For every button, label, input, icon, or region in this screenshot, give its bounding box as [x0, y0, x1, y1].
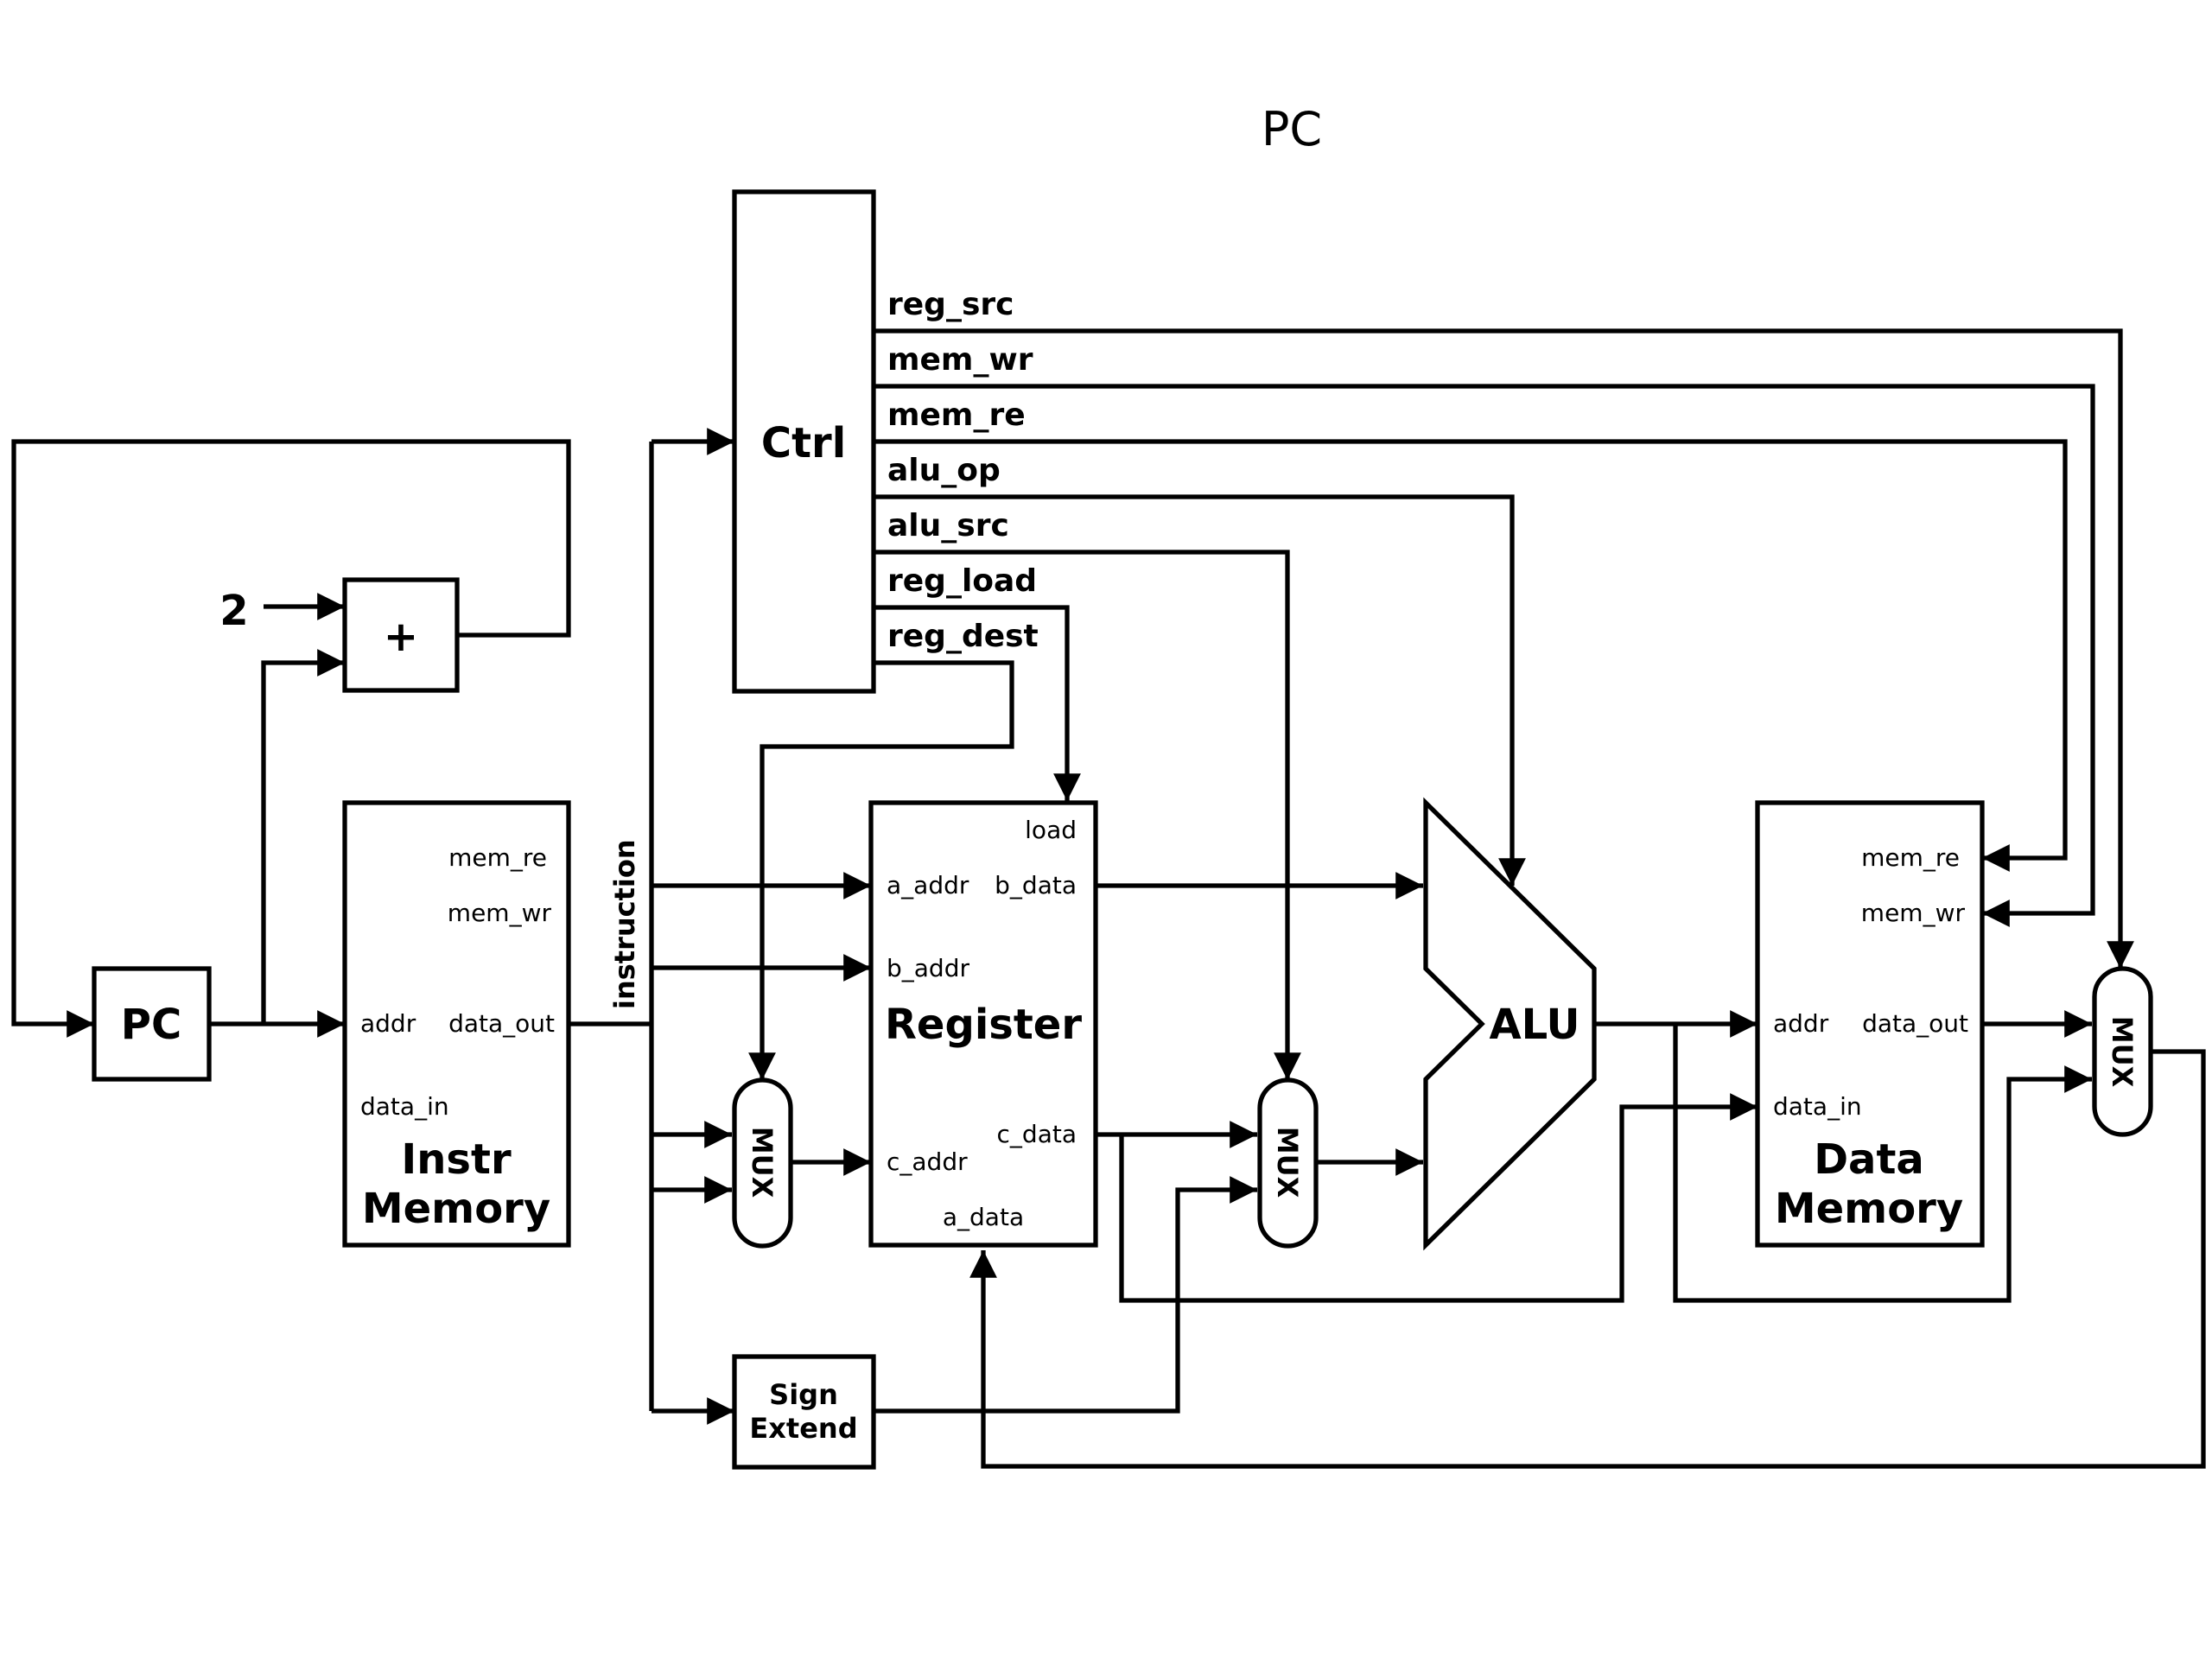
pc-label: PC [121, 1001, 181, 1049]
instr-mem-re-port: mem_re [448, 843, 547, 872]
mux-reg-dest-label: MUX [746, 1127, 779, 1198]
register-file: load a_addr b_data b_addr Register c_dat… [868, 800, 1098, 1248]
mux-reg-src: MUX [2092, 966, 2153, 1137]
wire-c-data-to-data-in [1119, 1093, 1758, 1303]
wire-reg-src [874, 328, 2134, 969]
control-signal-labels: reg_src mem_wr mem_re alu_op alu_src reg… [887, 287, 1039, 654]
wire-alu-src [874, 550, 1301, 1080]
alu: ALU [1423, 797, 1597, 1251]
wire-sign-extend-to-mux2 [874, 1176, 1257, 1414]
wires [11, 328, 2206, 1469]
wire-reg-load [874, 605, 1081, 801]
reg-c-data-port: c_data [997, 1120, 1077, 1148]
mux-alu-src: MUX [1257, 1077, 1319, 1249]
wire-instruction-bus [569, 442, 654, 1411]
wire-mem-re [874, 439, 2068, 872]
mem-re-label: mem_re [887, 397, 1026, 433]
data-memory-label-2: Memory [1775, 1185, 1963, 1233]
instr-data-in-port: data_in [360, 1092, 449, 1121]
register-label: Register [885, 1001, 1082, 1049]
alu-src-label: alu_src [887, 508, 1009, 543]
ctrl-unit: Ctrl [732, 189, 876, 694]
wire-alu-op [874, 494, 1526, 886]
reg-a-data-port: a_data [943, 1203, 1024, 1231]
reg-b-addr-port: b_addr [887, 954, 969, 982]
reg-b-data-port: b_data [995, 871, 1077, 899]
mem-wr-label: mem_wr [887, 342, 1033, 378]
pc-adder: + [342, 577, 460, 693]
wire-pc-next [11, 439, 571, 1038]
wire-mem-wr [874, 384, 2095, 927]
alu-label: ALU [1490, 1001, 1580, 1049]
instr-data-out-port: data_out [448, 1009, 555, 1038]
wire-pc-to-adder [261, 649, 345, 1024]
data-data-out-port: data_out [1862, 1009, 1968, 1038]
reg-src-label: reg_src [887, 287, 1014, 322]
mux-alu-src-label: MUX [1271, 1127, 1304, 1198]
reg-c-addr-port: c_addr [887, 1147, 968, 1176]
wire-alu-to-mux3 [1673, 1024, 2093, 1303]
instr-memory-label-1: Instr [401, 1135, 512, 1184]
pc-register: PC [92, 966, 212, 1082]
reg-load-port: load [1025, 816, 1077, 844]
data-memory-label-1: Data [1814, 1135, 1924, 1184]
adder-label: + [384, 613, 418, 661]
data-addr-port: addr [1773, 1009, 1829, 1038]
diagram-title: PC [1262, 102, 1322, 156]
instr-addr-port: addr [360, 1009, 416, 1038]
instr-memory-label-2: Memory [362, 1185, 550, 1233]
wire-reg-dest [748, 660, 1014, 1080]
instr-mem-wr-port: mem_wr [448, 899, 552, 927]
reg-a-addr-port: a_addr [887, 871, 969, 899]
data-memory: mem_re mem_wr addr data_out data_in Data… [1755, 800, 1985, 1248]
data-mem-wr-port: mem_wr [1861, 899, 1966, 927]
sign-extend-label-2: Extend [749, 1412, 857, 1445]
mux-reg-dest: MUX [732, 1077, 793, 1249]
instr-memory: mem_re mem_wr addr data_out data_in Inst… [342, 800, 571, 1248]
reg-load-label: reg_load [887, 563, 1037, 599]
wire-writeback [969, 1049, 2206, 1469]
data-data-in-port: data_in [1773, 1092, 1862, 1121]
sign-extend-label-1: Sign [769, 1378, 838, 1411]
mux-reg-src-label: MUX [2106, 1016, 2139, 1088]
data-mem-re-port: mem_re [1861, 843, 1960, 872]
instruction-label: instruction [608, 839, 641, 1009]
alu-op-label: alu_op [887, 453, 1001, 488]
ctrl-label: Ctrl [761, 419, 846, 467]
sign-extend: Sign Extend [732, 1354, 876, 1470]
constant-two: 2 [219, 587, 248, 635]
reg-dest-label: reg_dest [887, 619, 1039, 654]
